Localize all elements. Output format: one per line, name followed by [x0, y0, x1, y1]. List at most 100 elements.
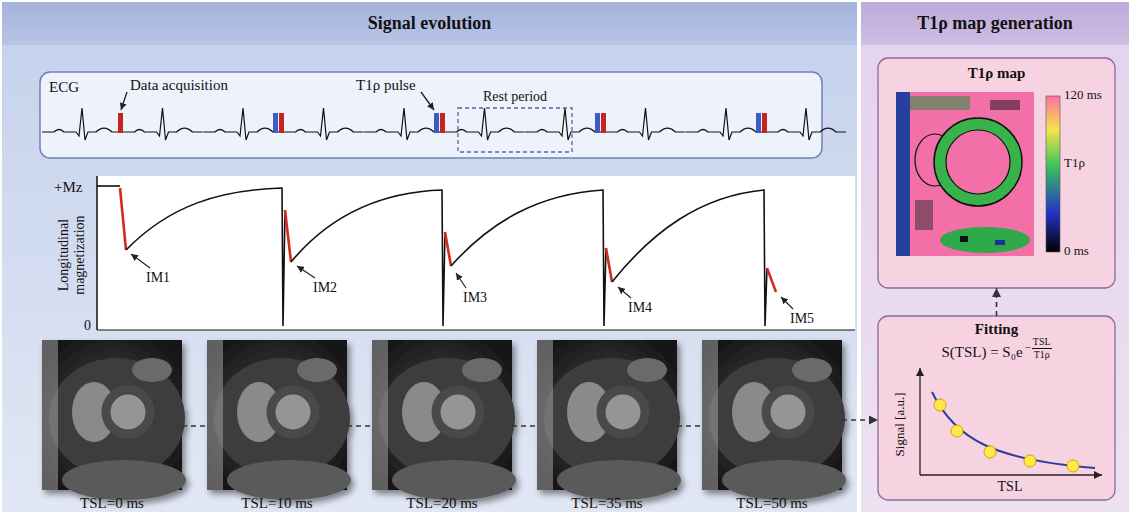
panel-grounds-part [2, 2, 857, 512]
colorbar-max: 120 ms [1064, 88, 1102, 103]
ecg-strip-part [118, 113, 123, 133]
ecg-strip-part [123, 108, 203, 140]
fitting-box-part [920, 474, 1102, 475]
ecg-strip-part [40, 72, 822, 158]
fitting-box-part [919, 368, 920, 475]
mri-image-box: TSL=50 ms [702, 340, 842, 512]
tsl-label: TSL=50 ms [702, 495, 842, 512]
magnetization-plot-part [97, 176, 855, 330]
panel-heading: T1ρ map generation [861, 2, 1129, 45]
axis-value: 0 [84, 318, 91, 334]
magnetization-plot-part [126, 188, 285, 326]
t1rho-map-box-part [1046, 96, 1060, 252]
magnetization-plot-part [96, 176, 98, 330]
axis-label: Signal [a.u.] [893, 374, 908, 474]
magnetization-plot-part [451, 190, 606, 326]
ecg-strip-part [458, 108, 572, 152]
magnetization-plot-part [120, 188, 126, 250]
tsl-label: TSL=10 ms [207, 495, 347, 512]
callout-number: IM2 [313, 280, 337, 296]
fitting-box-part [934, 399, 946, 411]
ecg-strip-part [440, 113, 445, 133]
t1rho-map-box-part [960, 236, 968, 242]
callout-number: IM4 [628, 300, 652, 316]
magnetization-plot-part [612, 190, 767, 326]
fitting-box-part [1067, 460, 1079, 472]
ecg-strip-part [686, 108, 766, 140]
ecg-strip-part [766, 108, 846, 140]
magnetization-plot-part [606, 248, 612, 282]
callout-number: IM3 [463, 290, 487, 306]
t1rho-map-box-part [940, 124, 1016, 200]
fitting-box-part [984, 446, 996, 458]
fitting-box-part [951, 425, 963, 437]
magnetization-plot-part [445, 232, 451, 266]
axis-label: Longitudinal magnetization [56, 200, 88, 310]
callout-label: Data acquisition [130, 77, 228, 94]
panel-heading: Signal evolution [2, 2, 857, 45]
dashed-connector [347, 425, 372, 427]
magnetization-plot-part [285, 210, 291, 262]
magnetization-plot-part [456, 273, 466, 288]
mri-images-part [372, 340, 516, 500]
ecg-strip-part [434, 113, 439, 133]
magnetization-plot-part [618, 287, 631, 298]
ecg-strip-part [606, 108, 686, 140]
ecg-strip-part [42, 108, 122, 140]
mri-images-part [537, 340, 681, 500]
tsl-label: TSL=35 ms [537, 495, 677, 512]
t1rho-map-box-part [995, 240, 1005, 245]
t1rho-map-box-part [934, 118, 1022, 206]
mri-images-part [207, 340, 351, 500]
mri-image-box: TSL=35 ms [537, 340, 677, 512]
ecg-strip-part [284, 108, 364, 140]
panel-grounds-part [2, 2, 857, 45]
panel: T1ρ map generationT1ρ map120 msT1ρ0 msFi… [861, 2, 1129, 512]
dashed-connector [677, 425, 702, 427]
panel-grounds-part [861, 2, 1129, 45]
map-box: T1ρ map120 msT1ρ0 ms [878, 58, 1115, 288]
axis-label: TSL [960, 479, 1060, 495]
ecg-strip-part [121, 92, 127, 110]
mri-images-part [42, 340, 186, 500]
ecg-strip-part [203, 108, 283, 140]
fitting-box-part [878, 316, 1115, 500]
magnetization-plot-part [97, 330, 855, 331]
ecg-strip-part [273, 113, 278, 133]
callout-label: T1ρ pulse [356, 77, 416, 94]
axis-value: +Mz [54, 179, 82, 196]
ecg-strip-part [364, 108, 444, 140]
ecg-strip-part [279, 113, 284, 133]
magnetization-plot-part [767, 268, 776, 292]
fitting-box-part [932, 392, 1095, 468]
tsl-label: TSL=0 ms [42, 495, 182, 512]
formula-exponent: T1ρ [1032, 349, 1052, 361]
formula: S(TSL) = S₀e [941, 344, 1022, 361]
dashed-connector [996, 288, 998, 316]
dashed-connector [842, 419, 878, 421]
formula-exponent: − [1025, 341, 1031, 354]
formula-exponent: TSL [1032, 336, 1052, 349]
fitting-box [878, 316, 1115, 500]
dashed-connector [512, 425, 537, 427]
ecg-strip-part [762, 113, 767, 133]
rest-period-box: Rest period [458, 89, 572, 152]
t1rho-map-box-part [878, 58, 1115, 288]
t1rho-map-box-part [896, 92, 910, 256]
mri-images-part [702, 340, 846, 500]
box-heading: Fitting [878, 321, 1115, 338]
ecg-strip-part [601, 113, 606, 133]
mri-image-box: TSL=0 ms [42, 340, 182, 512]
dashed-connector [182, 425, 207, 427]
ecg-label: ECG [49, 79, 79, 96]
ecg-strip-part [421, 92, 434, 110]
colorbar-title: T1ρ [1064, 156, 1085, 171]
magnetization-plot-part [131, 254, 150, 268]
mri-images [42, 340, 846, 500]
rest-period-label: Rest period [458, 89, 572, 105]
t1rho-map-box-part [915, 200, 933, 230]
tsl-label: TSL=20 ms [372, 495, 512, 512]
colorbar-min: 0 ms [1064, 244, 1089, 259]
